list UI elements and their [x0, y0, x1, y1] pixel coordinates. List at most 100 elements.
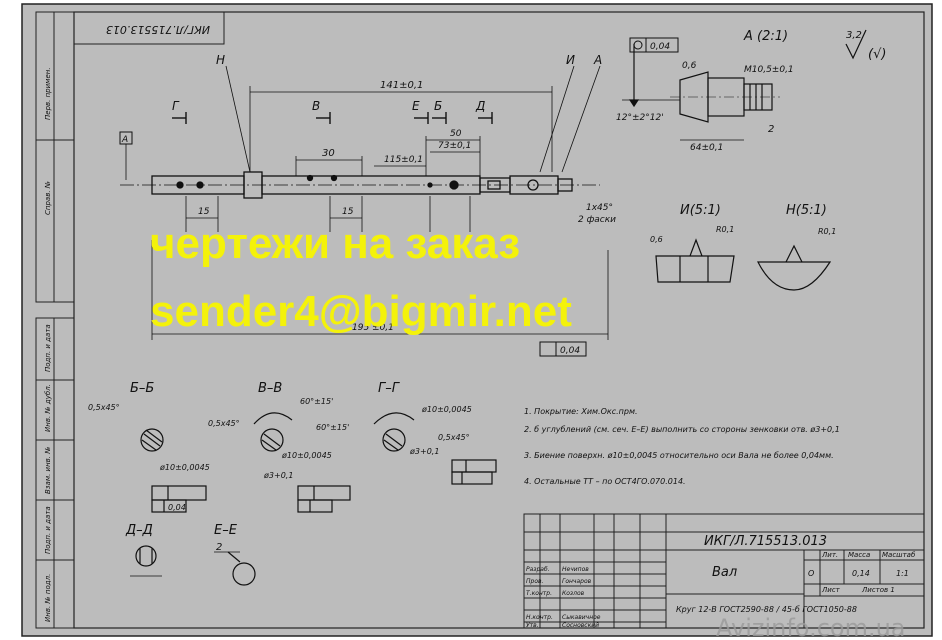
tb-row-4: Н.контр. [526, 614, 553, 621]
section-dd-view [130, 545, 162, 577]
tb-name-5: Сосновский [562, 622, 599, 629]
side-label-6: Подп. и дата [44, 506, 52, 554]
svg-text:2: 2 [216, 542, 222, 553]
tb-name-4: Сыкавичное [562, 614, 601, 621]
svg-text:0,5х45°: 0,5х45° [88, 403, 120, 412]
watermark-line2: sender4@bigmir.net [150, 287, 572, 336]
side-label-1: Перв. примен. [44, 67, 52, 120]
section-bb-view [140, 428, 207, 513]
title-scale-value: 1:1 [896, 569, 909, 578]
svg-text:60°±15': 60°±15' [316, 423, 349, 432]
svg-text:(√): (√) [868, 47, 886, 62]
title-scale-label: Масштаб [882, 551, 916, 559]
section-vv-view [253, 412, 351, 513]
shaft-main-view [120, 171, 600, 199]
section-dd-title: Д–Д [125, 523, 153, 538]
svg-text:0,5х45°: 0,5х45° [438, 433, 470, 442]
watermark-site: Avizinfo.com.ua [716, 614, 906, 640]
note-2: 2. б углублений (см. сеч. Е–Е) выполнить… [524, 425, 840, 434]
svg-text:ø10±0,0045: ø10±0,0045 [159, 463, 210, 472]
top-code-text: ИКГ/Л.715513.013 [106, 23, 210, 36]
dim-50: 50 [450, 129, 462, 139]
tb-name-3: Козлов [562, 590, 585, 597]
svg-text:3,2: 3,2 [846, 30, 862, 41]
svg-text:0,6: 0,6 [650, 235, 663, 244]
section-gg-title: Г–Г [378, 381, 401, 396]
title-code: ИКГ/Л.715513.013 [704, 534, 827, 549]
tb-row-2: Пров. [526, 578, 544, 585]
outer-frame [21, 3, 933, 637]
svg-text:0,04: 0,04 [168, 503, 186, 512]
svg-text:0,04: 0,04 [560, 346, 580, 356]
mark-g: Г [172, 99, 180, 113]
svg-text:R0,1: R0,1 [818, 227, 836, 236]
paper-background [22, 4, 932, 636]
svg-text:0,04: 0,04 [650, 42, 670, 52]
section-bb-title: Б–Б [130, 381, 154, 396]
title-part-name: Вал [712, 565, 737, 580]
dim-m105: М10,5±0,1 [744, 65, 794, 75]
detail-i-view [655, 238, 735, 283]
dim-2a: 2 [768, 124, 774, 135]
shaft-dimensions-bottom [151, 196, 609, 340]
svg-text:ø3+0,1: ø3+0,1 [263, 471, 293, 480]
dim-30: 30 [322, 148, 335, 159]
tb-name-2: Гончаров [562, 578, 592, 585]
svg-text:А: А [121, 135, 128, 145]
section-ee-title: Е–Е [214, 523, 238, 538]
title-block [523, 513, 925, 629]
svg-text:R0,1: R0,1 [716, 225, 734, 234]
mark-n: Н [216, 53, 225, 67]
side-label-7: Инв. № подл. [44, 574, 52, 622]
dim-15b: 15 [342, 207, 354, 217]
tb-row-1: Разраб. [526, 566, 550, 573]
shaft-dimensions-top [249, 86, 553, 176]
mark-v: В [312, 99, 320, 113]
left-side-column [35, 11, 75, 629]
title-sheet-label: Лист [821, 586, 841, 594]
title-lit-value: О [808, 569, 814, 578]
mark-i: И [566, 53, 575, 67]
section-markers [172, 112, 493, 124]
title-mass-label: Масса [848, 551, 870, 559]
svg-text:ø10±0,0045: ø10±0,0045 [281, 451, 332, 460]
section-vv-title: В–В [258, 381, 282, 396]
mark-b: Б [434, 99, 442, 113]
tb-name-1: Нечипов [562, 566, 589, 573]
dim-15a: 15 [198, 207, 210, 217]
detail-h-view [757, 244, 832, 291]
mark-a: А [593, 53, 602, 67]
detail-i-title: И(5:1) [680, 203, 721, 218]
dim-64: 64±0,1 [690, 143, 723, 153]
side-label-2: Справ. № [44, 181, 52, 215]
svg-text:0,5х45°: 0,5х45° [208, 419, 240, 428]
section-ee-view [214, 551, 256, 586]
dim-chamfer: 1х45° [586, 203, 613, 213]
detail-a-title: А (2:1) [743, 29, 788, 44]
svg-text:ø10±0,0045: ø10±0,0045 [421, 405, 472, 414]
detail-a-view [622, 44, 780, 141]
section-gg-view [373, 412, 497, 485]
dim-chamfer2: 2 фаски [578, 215, 616, 225]
dim-73: 73±0,1 [438, 141, 471, 151]
mark-d: Д [475, 99, 485, 113]
side-label-4: Инв. № дубл. [44, 384, 52, 432]
svg-text:60°±15': 60°±15' [300, 397, 333, 406]
detail-a-tolerance [629, 37, 679, 53]
title-lit-label: Лит. [821, 551, 838, 559]
note-4: 4. Остальные ТТ – по ОСТ4ГО.070.014. [524, 477, 686, 486]
dim-angle: 12°±2°12' [616, 113, 664, 123]
mark-e: Е [412, 99, 420, 113]
roughness-symbol: 3,2 (√) [845, 29, 886, 62]
note-3: 3. Биение поверхн. ø10±0,0045 относитель… [524, 451, 834, 460]
runout-tolerance-box [539, 341, 587, 357]
dim-141: 141±0,1 [380, 80, 423, 91]
dim-06: 0,6 [682, 61, 697, 71]
watermark-line1: чертежи на заказ [150, 219, 520, 268]
title-material: Круг 12-В ГОСТ2590-88 / 45-б ГОСТ1050-88 [676, 605, 857, 614]
side-label-3: Подп. и дата [44, 324, 52, 372]
detail-h-title: Н(5:1) [786, 203, 827, 218]
side-label-5: Взам. инв. № [44, 446, 52, 494]
dim-115: 115±0,1 [384, 155, 423, 165]
